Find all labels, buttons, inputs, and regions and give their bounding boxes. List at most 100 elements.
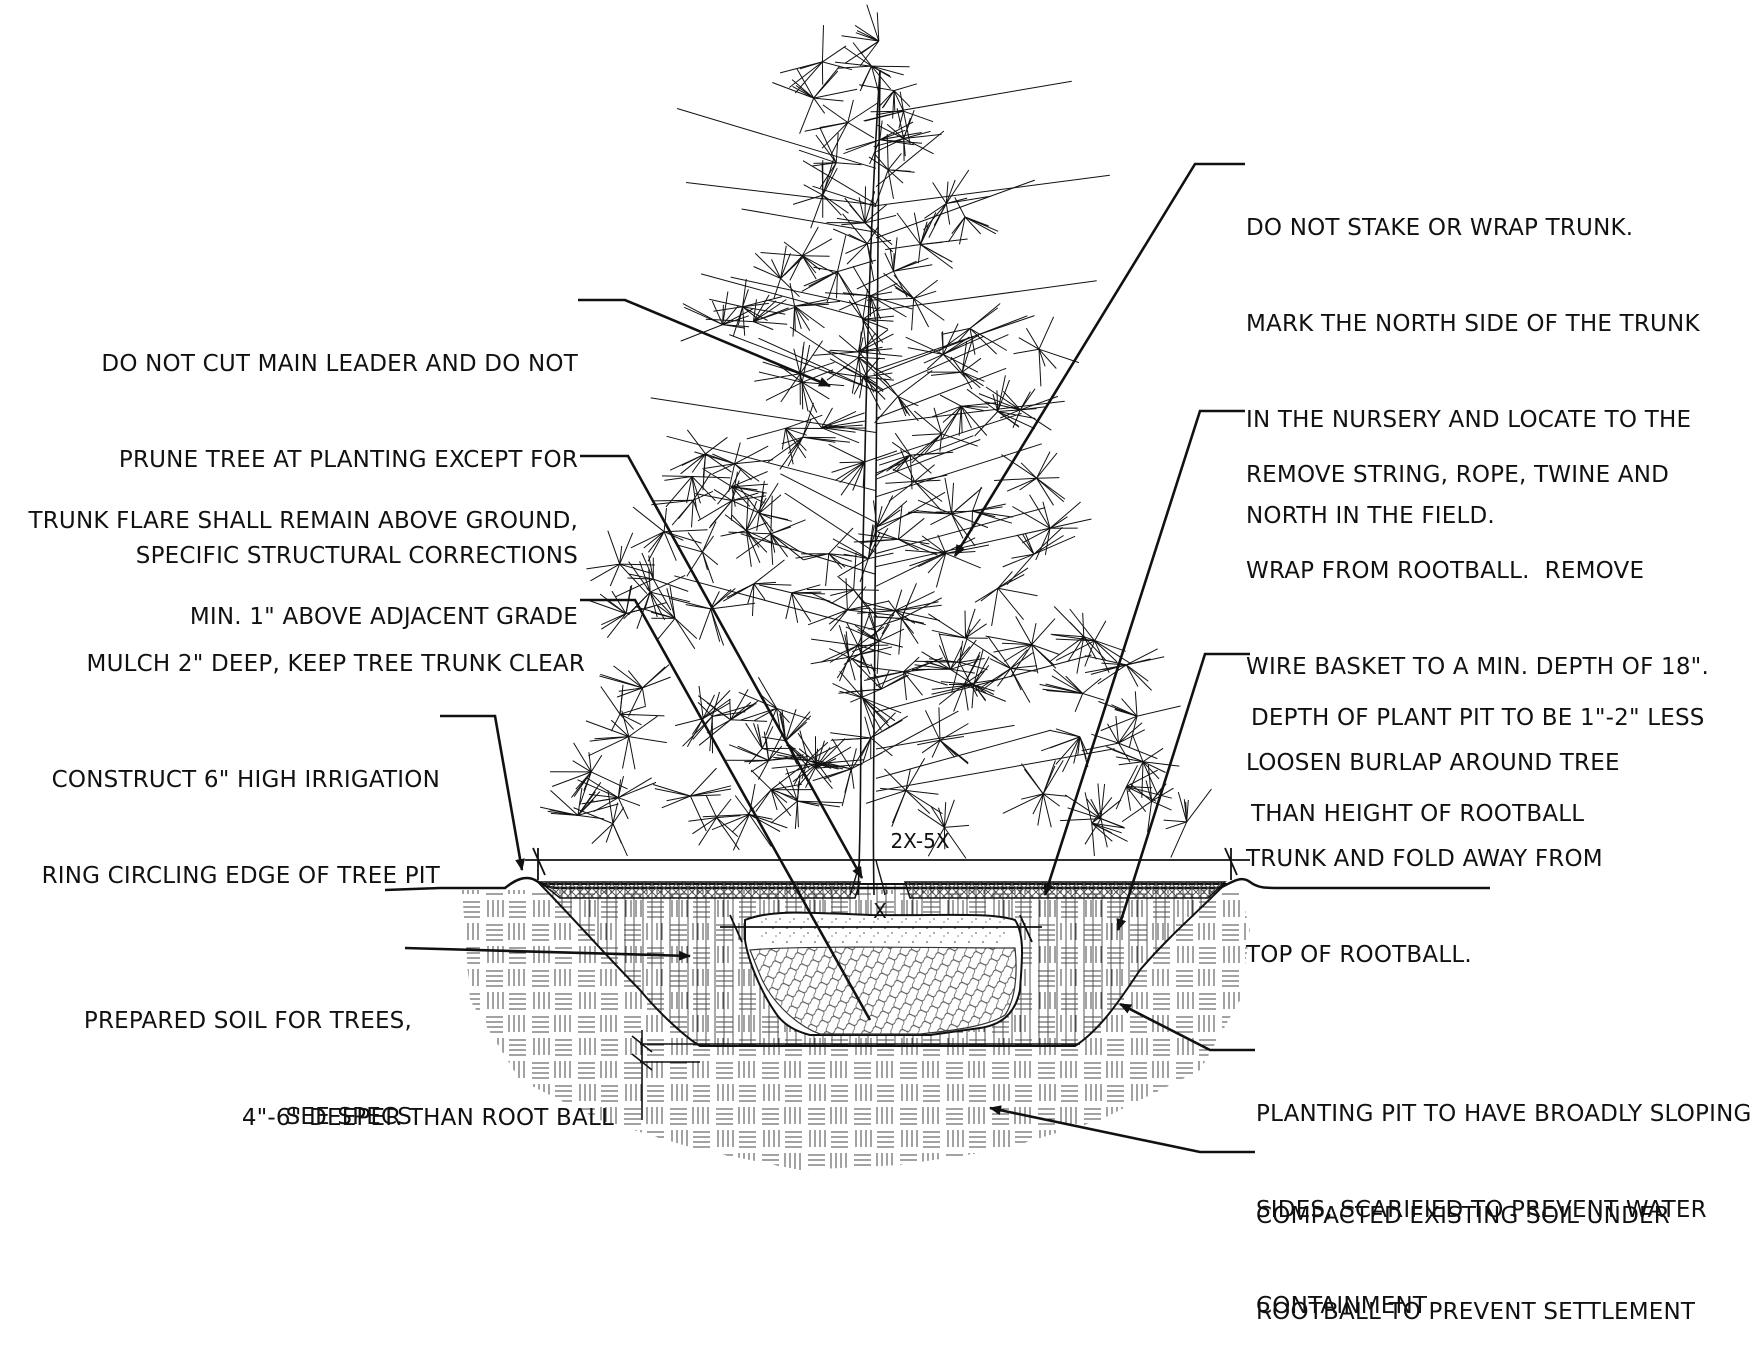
needle bbox=[832, 462, 865, 472]
note-line: CONSTRUCT 6" HIGH IRRIGATION bbox=[42, 764, 440, 796]
needle bbox=[973, 487, 982, 511]
needle bbox=[1187, 800, 1189, 822]
needle bbox=[840, 671, 863, 698]
needle bbox=[842, 769, 851, 806]
needle bbox=[831, 123, 848, 155]
branch bbox=[876, 131, 944, 187]
needle bbox=[861, 41, 879, 54]
needle bbox=[822, 25, 823, 62]
needle bbox=[1171, 822, 1187, 858]
needle bbox=[823, 105, 848, 123]
needle bbox=[961, 406, 962, 432]
needle-cluster bbox=[796, 528, 856, 586]
needle bbox=[586, 721, 629, 737]
needle-cluster bbox=[885, 213, 967, 269]
needle bbox=[961, 406, 971, 428]
tree-planting-detail: 2X-5X X DO NOT CUT MAIN LEADER AND DO NO… bbox=[0, 0, 1750, 1204]
needle bbox=[894, 286, 914, 299]
needle bbox=[952, 483, 954, 514]
needle bbox=[1075, 694, 1083, 712]
note-mulch: MULCH 2" DEEP, KEEP TREE TRUNK CLEAR bbox=[87, 584, 585, 712]
needle bbox=[623, 737, 629, 769]
needle bbox=[865, 186, 866, 222]
needle bbox=[573, 761, 592, 772]
needle-cluster bbox=[739, 677, 810, 735]
needle bbox=[851, 769, 854, 789]
note-pit-depth: DEPTH OF PLANT PIT TO BE 1"-2" LESS THAN… bbox=[1251, 638, 1705, 862]
needle bbox=[1020, 410, 1051, 430]
needle bbox=[928, 614, 965, 638]
needle-cluster bbox=[670, 588, 755, 645]
needle bbox=[735, 464, 760, 482]
needle bbox=[714, 307, 743, 311]
needle bbox=[608, 531, 620, 564]
needle bbox=[820, 128, 836, 163]
needle-cluster bbox=[759, 585, 830, 623]
needle bbox=[811, 195, 823, 228]
needle bbox=[711, 589, 731, 609]
needle bbox=[790, 283, 795, 306]
needle-cluster bbox=[866, 758, 942, 827]
needle-cluster bbox=[681, 292, 753, 342]
needle bbox=[629, 737, 635, 770]
needle bbox=[1137, 706, 1181, 716]
needle bbox=[882, 91, 894, 109]
needle bbox=[793, 764, 818, 782]
needle bbox=[899, 619, 902, 655]
note-line: ROOTBALL TO PREVENT SETTLEMENT bbox=[1256, 1296, 1695, 1328]
needle bbox=[884, 769, 906, 791]
needle bbox=[712, 454, 734, 464]
needle bbox=[814, 98, 844, 101]
note-line: DEPTH OF PLANT PIT TO BE 1"-2" LESS bbox=[1251, 702, 1705, 734]
note-line: REMOVE STRING, ROPE, TWINE AND bbox=[1246, 459, 1709, 491]
branch bbox=[780, 474, 876, 523]
needle bbox=[693, 500, 700, 518]
needle bbox=[962, 372, 980, 388]
needle bbox=[618, 782, 656, 797]
needle bbox=[1126, 657, 1164, 665]
needle bbox=[831, 590, 854, 604]
needle bbox=[687, 477, 692, 504]
needle bbox=[1014, 349, 1040, 354]
needle bbox=[854, 553, 857, 590]
needle bbox=[620, 685, 623, 714]
needle bbox=[881, 670, 889, 689]
needle-cluster bbox=[746, 766, 812, 816]
needle bbox=[1122, 801, 1152, 821]
needle bbox=[599, 676, 642, 688]
needle bbox=[833, 229, 867, 244]
needle bbox=[711, 603, 755, 609]
needle bbox=[894, 253, 895, 271]
needle-cluster bbox=[805, 100, 879, 155]
needle bbox=[858, 666, 904, 672]
needle bbox=[918, 245, 920, 264]
needle bbox=[934, 408, 942, 434]
needle bbox=[692, 477, 730, 478]
needle bbox=[998, 575, 1024, 589]
needle bbox=[1032, 645, 1056, 669]
note-line: PLANTING PIT TO HAVE BROADLY SLOPING bbox=[1256, 1098, 1750, 1130]
needle-cluster bbox=[1098, 691, 1180, 747]
needle bbox=[782, 428, 785, 449]
needle bbox=[1126, 665, 1138, 687]
needle bbox=[757, 513, 760, 531]
branch bbox=[876, 316, 1035, 370]
needle bbox=[859, 357, 885, 358]
needle bbox=[717, 799, 732, 818]
needle bbox=[961, 403, 996, 406]
note-line: WRAP FROM ROOTBALL. REMOVE bbox=[1246, 555, 1709, 587]
needle bbox=[747, 428, 786, 439]
needle bbox=[684, 307, 723, 324]
needle bbox=[610, 564, 619, 586]
needle bbox=[872, 66, 904, 75]
branch bbox=[876, 81, 1072, 115]
note-line: MARK THE NORTH SIDE OF THE TRUNK bbox=[1246, 308, 1700, 340]
needle bbox=[758, 677, 776, 708]
needle-cluster bbox=[599, 665, 670, 717]
rootball-width-label: X bbox=[873, 899, 887, 923]
needle bbox=[591, 755, 602, 772]
needle bbox=[975, 588, 998, 602]
needle bbox=[840, 657, 849, 681]
needle bbox=[735, 443, 741, 464]
needle bbox=[965, 611, 966, 639]
